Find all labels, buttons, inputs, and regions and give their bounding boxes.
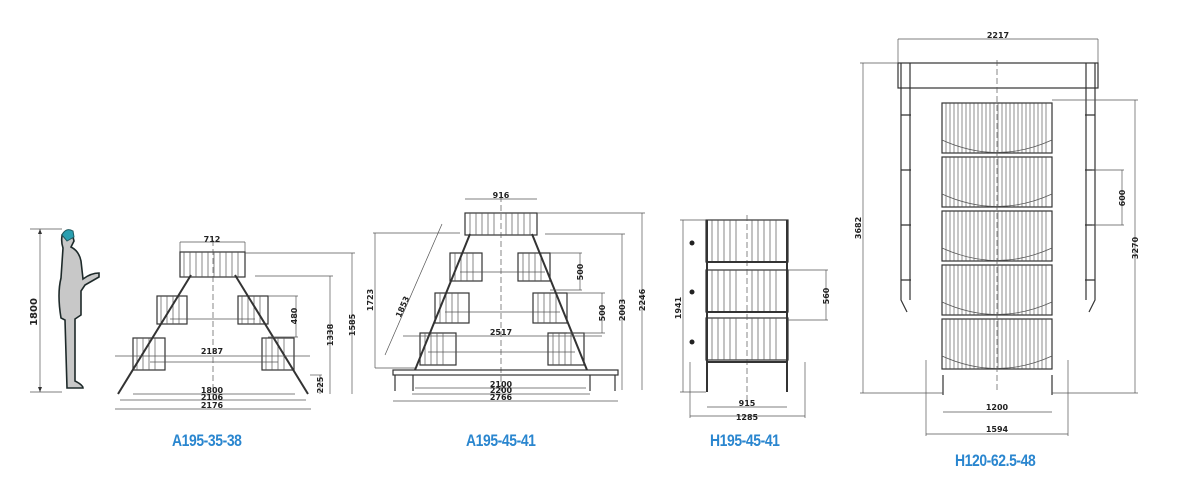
h120-62.5-48-height-2: 3270 (1131, 236, 1140, 259)
h120-62.5-48-tier-spacing: 600 (1118, 189, 1127, 206)
a195-45-41-base-1: 2100 (490, 380, 513, 389)
human-reference-figure (30, 228, 100, 393)
human-height-dim: 1800 (29, 298, 40, 326)
h120-62.5-48-inner-width: 1200 (986, 403, 1009, 412)
a195-45-41-tier-spacing-1: 500 (576, 263, 585, 280)
a195-35-38-top-width: 712 (204, 235, 221, 244)
model-label-h120-62.5-48: H120-62.5-48 (955, 451, 1036, 470)
h195-45-41-inner-width: 915 (739, 399, 756, 408)
model-h120-62.5-48-drawing (860, 38, 1138, 436)
model-label-a195-45-41: A195-45-41 (466, 431, 536, 450)
a195-35-38-tier-spacing: 480 (290, 307, 299, 324)
h120-62.5-48-outer-width: 1594 (986, 425, 1009, 434)
model-label-a195-35-38: A195-35-38 (172, 431, 242, 450)
a195-45-41-top-width: 916 (493, 191, 510, 200)
a195-45-41-base-3: 2766 (490, 393, 513, 402)
a195-45-41-base-2: 2200 (490, 386, 513, 395)
a195-35-38-base-2: 2176 (201, 401, 224, 410)
model-h195-45-41-drawing (680, 215, 828, 418)
a195-45-41-tier-spacing-2: 500 (598, 304, 607, 321)
model-label-h195-45-41: H195-45-41 (710, 431, 780, 450)
a195-45-41-height-1: 2003 (618, 299, 627, 321)
h195-45-41-tier-spacing: 560 (822, 287, 831, 304)
h120-62.5-48-top-width: 2217 (987, 31, 1009, 40)
a195-35-38-height-2: 1585 (348, 313, 357, 336)
a195-35-38-inner-base: 1800 (201, 386, 224, 395)
h120-62.5-48-height-total: 3682 (854, 217, 863, 239)
a195-45-41-left-height: 1723 (366, 289, 375, 311)
h195-45-41-height: 1941 (674, 296, 683, 319)
a195-35-38-mid-width: 2187 (201, 347, 223, 356)
a195-45-41-mid-width: 2517 (490, 328, 512, 337)
a195-45-41-slant-length: 1853 (394, 295, 411, 319)
model-a195-35-38-drawing (115, 240, 355, 410)
model-a195-45-41-drawing (373, 196, 645, 402)
a195-35-38-height-1: 1338 (326, 323, 335, 346)
a195-45-41-height-2: 2246 (638, 288, 647, 311)
a195-35-38-foot-height: 225 (316, 376, 325, 393)
a195-35-38-base-1: 2106 (201, 393, 224, 402)
h195-45-41-outer-width: 1285 (736, 413, 759, 422)
